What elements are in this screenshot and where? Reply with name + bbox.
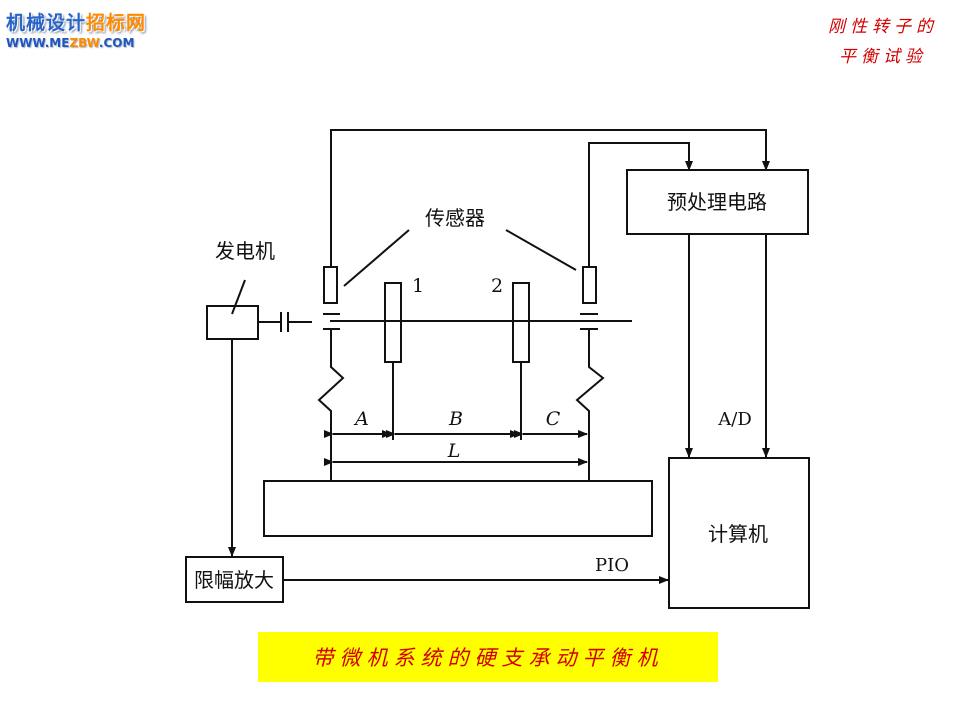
computer-label: 计算机 [708, 522, 768, 546]
slide-title: 刚性转子的 平衡试验 [828, 12, 938, 72]
left-sensor-signal-line [330, 129, 770, 267]
sensor-label: 传感器 [425, 206, 485, 230]
slide-title-line2: 平衡试验 [839, 47, 927, 67]
computer-box [668, 457, 810, 609]
dimension-b-label: B [448, 408, 463, 430]
right-sensor-signal-line [588, 142, 693, 267]
pio-label: PIO [595, 555, 629, 576]
dimension-l-label: L [447, 440, 461, 462]
slide-title-line1: 刚性转子的 [828, 17, 938, 37]
logo-url: WWW.MEZBW.COM [6, 36, 135, 50]
dimension-c-label: C [546, 408, 561, 430]
left-support [317, 329, 345, 481]
disk-2 [512, 282, 530, 363]
preprocess-label: 预处理电路 [667, 190, 767, 214]
left-sensor [323, 266, 338, 304]
logo-name: 机械设计招标网 [6, 12, 147, 34]
disk-2-label: 2 [491, 275, 503, 297]
base-plate [263, 480, 653, 537]
right-support [575, 329, 605, 481]
right-sensor [582, 266, 597, 304]
limiter-box [185, 556, 284, 603]
dimension-a-label: A [353, 408, 369, 430]
site-logo[interactable]: 机械设计招标网 WWW.MEZBW.COM [6, 8, 146, 50]
ad-label: A/D [717, 409, 752, 430]
figure-caption: 带微机系统的硬支承动平衡机 [258, 632, 718, 682]
disk-1 [384, 282, 402, 363]
disk-1-label: 1 [412, 275, 424, 297]
generator-label: 发电机 [215, 239, 275, 263]
limiter-label: 限幅放大 [194, 568, 274, 592]
preprocess-box [626, 169, 809, 235]
